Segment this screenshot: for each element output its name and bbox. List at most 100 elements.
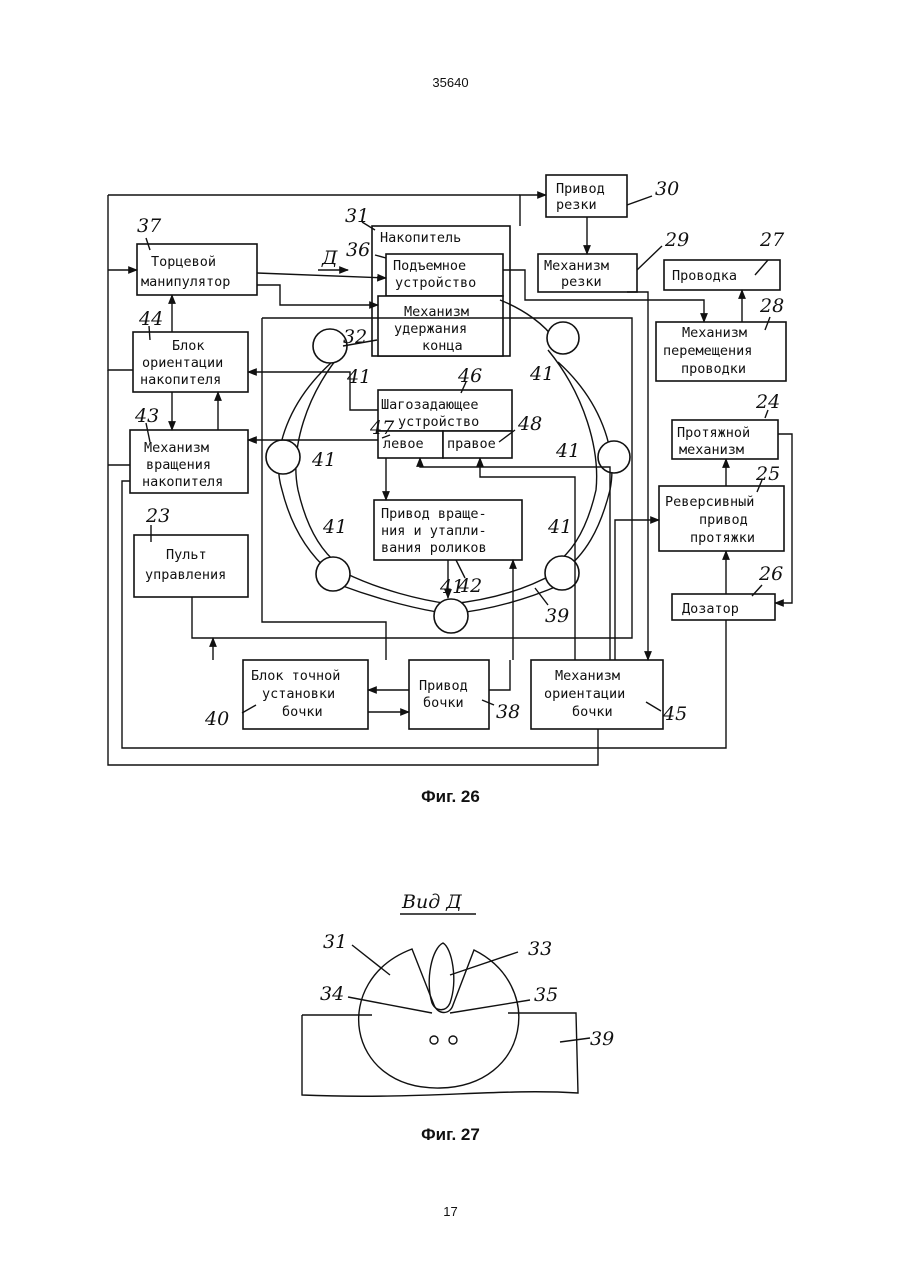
svg-text:Торцевой: Торцевой [151,254,216,270]
hole [449,1036,457,1044]
block-45-barrel-orientation-mechanism: Механизм ориентации бочки [531,660,663,729]
block-42-roller-rotation-drive: Привод враще- ния и утапли- вания ролико… [374,500,522,560]
svg-text:Блок точной: Блок точной [251,668,340,684]
svg-text:резки: резки [556,197,597,213]
svg-text:ориентации: ориентации [544,686,625,702]
ref-number: 48 [517,413,542,435]
roller [266,440,300,474]
block-48-right: правое [443,431,512,458]
svg-text:накопителя: накопителя [142,474,223,490]
svg-text:протяжки: протяжки [690,530,755,546]
svg-text:устройство: устройство [398,414,479,430]
ref-number: 24 [755,391,780,413]
svg-text:ориентации: ориентации [142,355,223,371]
svg-text:Механизм: Механизм [544,258,609,274]
block-30-cutting-drive: Привод резки [546,175,627,217]
svg-text:Привод: Привод [419,678,468,694]
ref-number: 40 [204,708,229,730]
svg-text:Подъемное: Подъемное [393,258,466,274]
ref-number: 37 [137,215,162,237]
ref-number: 41 [346,366,371,388]
ref-number: 28 [759,295,784,317]
view-title: Вид Д [401,891,462,913]
ref-number: 41 [439,576,464,598]
roller [434,599,468,633]
svg-text:бочки: бочки [282,704,323,720]
ref-number: 36 [346,239,370,261]
view-arrow-label: Д [321,247,338,269]
svg-text:вращения: вращения [146,457,211,473]
finger-33 [429,943,454,1010]
ref-number: 34 [320,983,344,1005]
block-40-precise-barrel-setting-unit: Блок точной установки бочки [243,660,368,729]
figure-27-view-drawing: Вид Д 31 33 34 35 39 [302,891,614,1096]
block-29-cutting-mechanism: Механизм резки [538,254,637,292]
svg-text:Привод враще-: Привод враще- [381,506,487,522]
ref-number: 27 [759,229,785,251]
ref-number: 31 [345,205,369,227]
ref-number: 45 [662,703,687,725]
ref-number: 30 [655,178,679,200]
svg-text:управления: управления [145,567,226,583]
svg-text:Механизм: Механизм [555,668,620,684]
ref-number: 35 [534,984,558,1006]
svg-text:Пульт: Пульт [166,547,207,563]
ref-number: 29 [664,229,689,251]
block-32-end-holding-mechanism: Механизм удержания конца [378,296,503,356]
svg-text:удержания: удержания [394,321,467,337]
hole [430,1036,438,1044]
svg-text:устройство: устройство [395,275,476,291]
ref-number: 32 [343,326,367,348]
svg-text:манипулятор: манипулятор [141,274,230,290]
block-23-control-panel: Пульт управления [134,535,248,597]
svg-text:Механизм: Механизм [144,440,209,456]
ref-number: 38 [496,701,520,723]
svg-text:Накопитель: Накопитель [380,230,461,246]
ref-number: 41 [529,363,554,385]
svg-text:бочки: бочки [572,704,613,720]
svg-text:Механизм: Механизм [682,325,747,341]
block-28-guide-moving-mechanism: Механизм перемещения проводки [656,322,786,381]
svg-text:установки: установки [262,686,335,702]
svg-text:правое: правое [447,436,496,452]
svg-text:Привод: Привод [556,181,605,197]
ref-number: 46 [457,365,482,387]
roller [545,556,579,590]
svg-text:Дозатор: Дозатор [682,601,739,617]
roller [598,441,630,473]
svg-text:перемещения: перемещения [663,343,752,359]
svg-text:Протяжной: Протяжной [677,425,750,441]
block-24-pulling-mechanism: Протяжной механизм [672,420,778,459]
svg-text:Шагозадающее: Шагозадающее [381,397,479,413]
block-37-end-manipulator: Торцевой манипулятор [137,244,257,295]
svg-text:бочки: бочки [423,695,464,711]
block-46-stepping-device: Шагозадающее устройство [378,390,512,431]
roller [313,329,347,363]
roller [547,322,579,354]
base-plate-39 [302,1013,578,1096]
ref-number: 39 [545,605,569,627]
block-27-wire-guide: Проводка [664,260,780,290]
svg-text:резки: резки [561,274,602,290]
ref-number: 39 [590,1028,614,1050]
ref-number: 26 [758,563,783,585]
svg-text:вания роликов: вания роликов [381,540,487,556]
block-38-barrel-drive: Привод бочки [409,660,489,729]
ref-number: 41 [311,449,336,471]
svg-text:привод: привод [699,512,748,528]
block-36-lifting-device: Подъемное устройство [386,254,503,296]
block-25-reversible-pull-drive: Реверсивный привод протяжки [659,486,784,551]
svg-text:Реверсивный: Реверсивный [665,494,754,510]
ref-number: 23 [145,505,170,527]
ref-number: 33 [528,938,552,960]
roller [316,557,350,591]
ref-number: 44 [138,308,163,330]
svg-text:Проводка: Проводка [672,268,737,284]
block-44-accumulator-orientation-unit: Блок ориентации накопителя [133,332,248,392]
block-26-dispenser: Дозатор [672,594,775,620]
svg-text:ния и утапли-: ния и утапли- [381,523,487,539]
svg-text:проводки: проводки [681,361,746,377]
ref-number: 43 [134,405,159,427]
block-43-accumulator-rotation-mechanism: Механизм вращения накопителя [130,430,248,493]
